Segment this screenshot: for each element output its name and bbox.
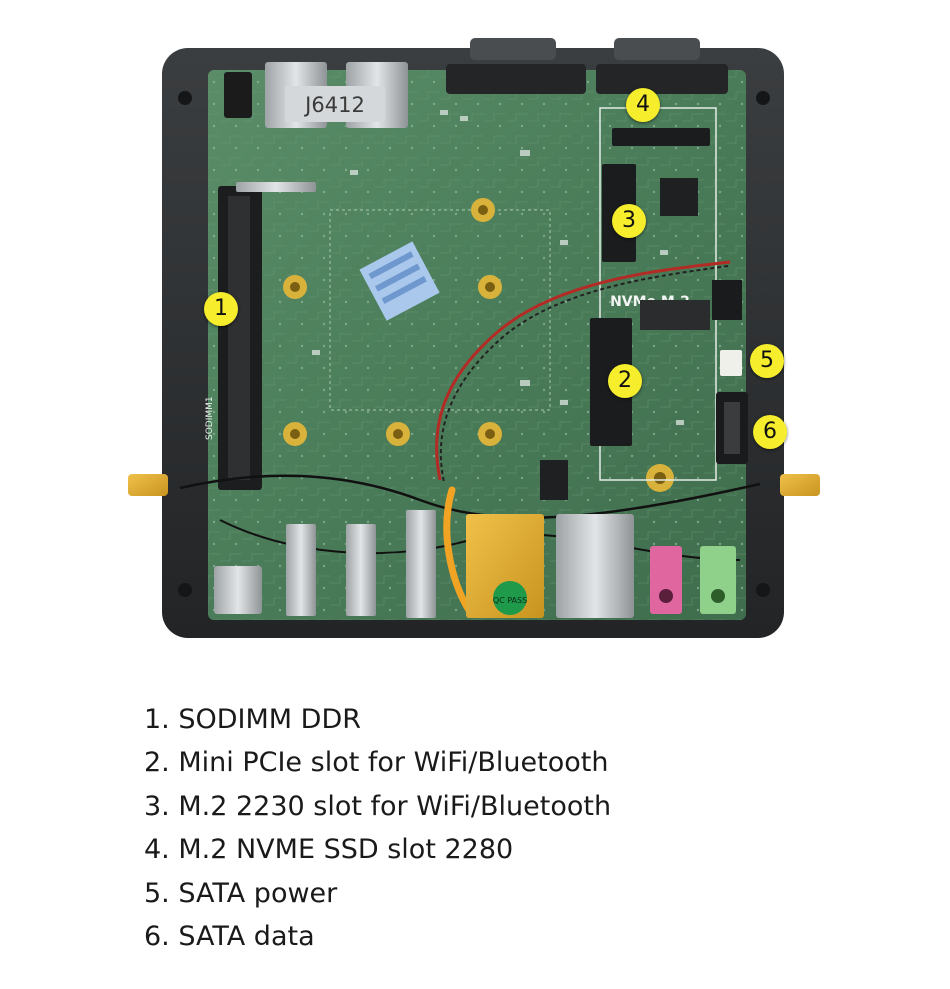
mounting-hole xyxy=(393,429,403,439)
dc-jack xyxy=(214,566,262,614)
serial-port-bump xyxy=(470,38,556,60)
sata-power-connector xyxy=(720,350,742,376)
mini-pc-motherboard-photo: J6412 SODIMM1 NVMe M.2 xyxy=(128,38,820,638)
chip xyxy=(540,460,568,500)
screw xyxy=(756,583,770,597)
callout-3: 3 xyxy=(612,204,646,238)
qc-pass-text: QC PASS xyxy=(493,596,527,605)
audio-jack-mic xyxy=(650,546,682,614)
chip xyxy=(640,300,710,330)
power-button xyxy=(224,72,252,118)
serial-port-bump xyxy=(614,38,700,60)
screw xyxy=(178,91,192,105)
hdmi-port xyxy=(346,524,376,616)
mounting-hole xyxy=(478,205,488,215)
chip xyxy=(660,178,698,216)
sata-data-inner xyxy=(724,402,740,454)
audio-jack-line xyxy=(700,546,736,614)
smd-components xyxy=(312,110,684,425)
legend-item: 1. SODIMM DDR xyxy=(144,704,362,735)
legend-item: 2. Mini PCIe slot for WiFi/Bluetooth xyxy=(144,747,609,779)
legend-item: 4. M.2 NVME SSD slot 2280 xyxy=(144,834,514,866)
com-port-header xyxy=(596,64,728,94)
serial-sticker xyxy=(359,241,440,321)
callout-4: 4 xyxy=(626,88,660,122)
callout-6: 6 xyxy=(753,415,787,449)
soc-area xyxy=(329,209,551,411)
model-label: J6412 xyxy=(303,93,365,117)
legend-item: 3. M.2 2230 slot for WiFi/Bluetooth xyxy=(144,790,612,822)
callout-5: 5 xyxy=(750,344,784,378)
lan-port xyxy=(556,514,634,618)
mounting-hole xyxy=(485,429,495,439)
mounting-hole xyxy=(654,472,666,484)
qc-pass-sticker xyxy=(493,581,527,615)
legend-item: 5. SATA power xyxy=(144,877,338,909)
sodimm-latch xyxy=(236,182,316,192)
header-pins xyxy=(712,280,742,320)
antenna-connector xyxy=(128,474,168,496)
sodimm-slot-contacts xyxy=(228,196,250,480)
hdmi-port xyxy=(286,524,316,616)
nvme-slot xyxy=(612,128,710,146)
callout-1: 1 xyxy=(204,292,238,326)
legend-item: 6. SATA data xyxy=(144,921,315,953)
orange-cable xyxy=(443,486,474,616)
model-label-plate xyxy=(285,86,385,122)
displayport xyxy=(406,510,436,618)
mounting-hole xyxy=(485,282,495,292)
antenna-connector xyxy=(780,474,820,496)
com-port-header xyxy=(446,64,586,94)
screw xyxy=(178,583,192,597)
audio-jack-mic-hole xyxy=(659,589,673,603)
mounting-hole xyxy=(290,282,300,292)
callout-2: 2 xyxy=(608,364,642,398)
screw xyxy=(756,91,770,105)
sodimm-silkscreen: SODIMM1 xyxy=(205,396,215,440)
antenna-cable xyxy=(179,474,761,519)
mounting-hole xyxy=(290,429,300,439)
audio-jack-line-hole xyxy=(711,589,725,603)
sata-power-cable xyxy=(435,260,731,481)
component-legend: 1. SODIMM DDR 2. Mini PCIe slot for WiFi… xyxy=(144,698,611,958)
